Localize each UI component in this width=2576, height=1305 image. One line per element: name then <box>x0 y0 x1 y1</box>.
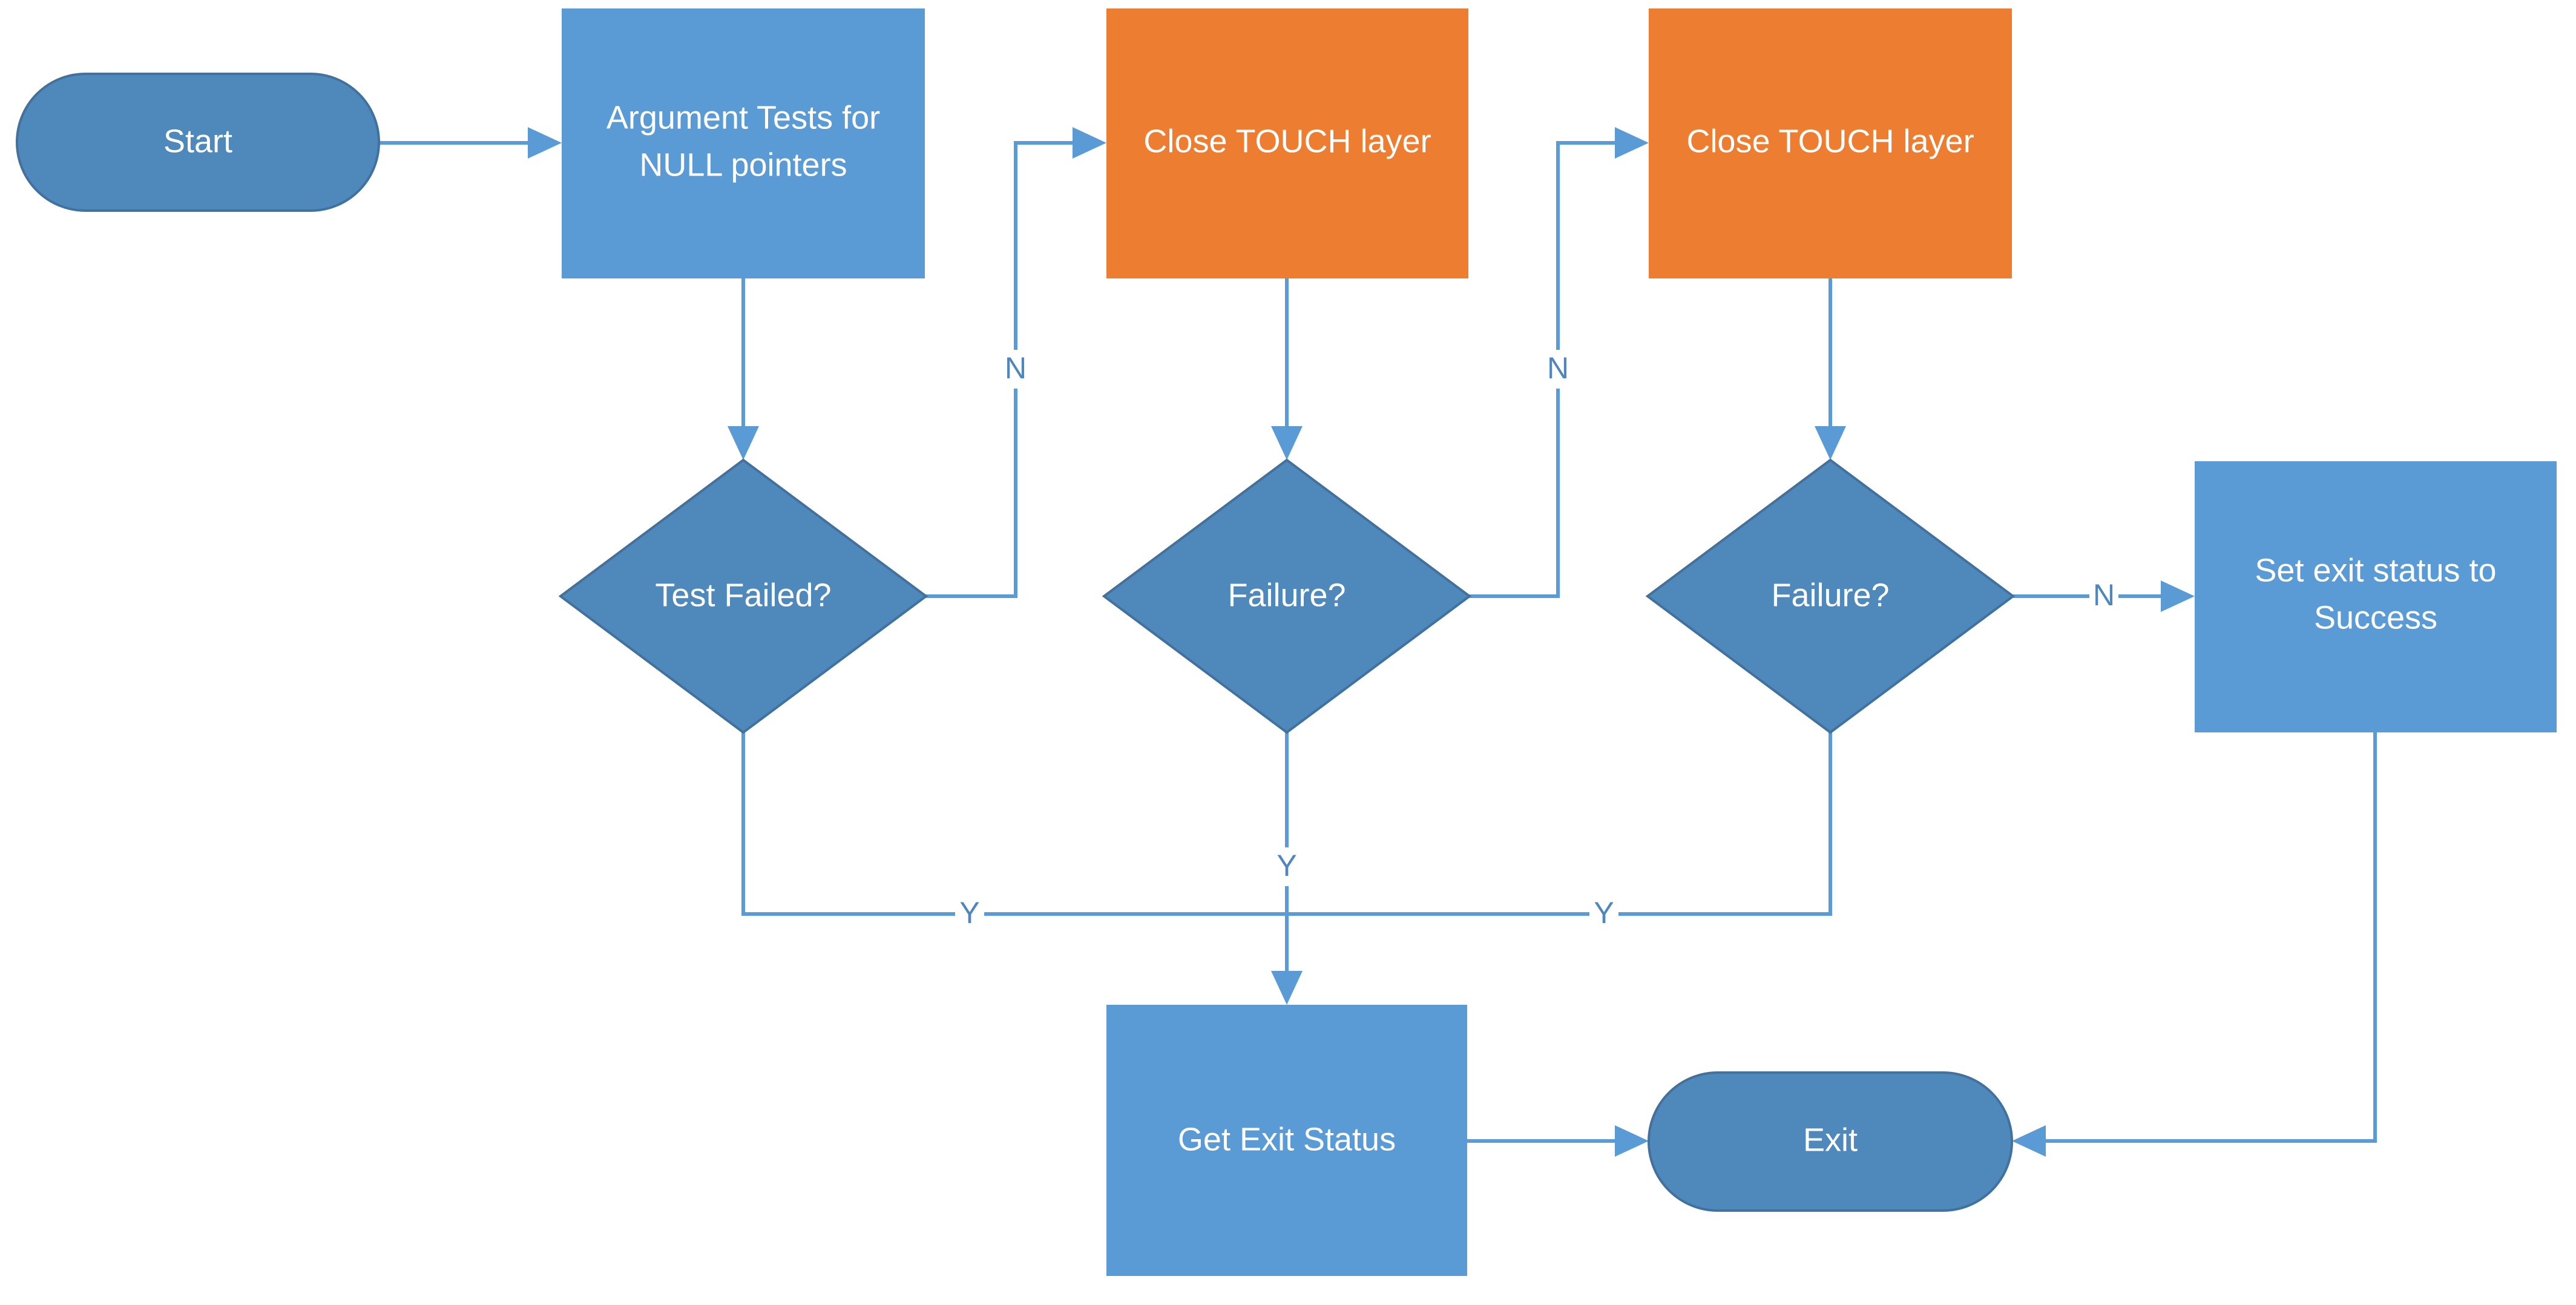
argument-tests-node: Argument Tests for NULL pointers <box>562 8 925 278</box>
close-touch-layer-label-1: Close TOUCH layer <box>1143 123 1431 159</box>
arrowhead-close-touch-2 <box>1615 127 1649 159</box>
get-exit-status-node: Get Exit Status <box>1106 1005 1467 1276</box>
test-failed-decision: Test Failed? <box>558 458 928 734</box>
edge-set-exit-success-to-exit <box>2041 732 2377 1143</box>
close-touch-layer-label-2: Close TOUCH layer <box>1686 123 1974 159</box>
failure-label-2: Failure? <box>1771 577 1889 613</box>
arrowhead-get-exit-status <box>1271 971 1303 1005</box>
start-label: Start <box>163 123 232 159</box>
exit-node: Exit <box>1648 1071 2013 1212</box>
set-exit-success-node: Set exit status to Success <box>2195 461 2557 732</box>
edge-test-failed-yes <box>741 732 1287 916</box>
arrowhead-exit-left <box>1615 1125 1649 1157</box>
arrowhead-exit-right <box>2012 1125 2046 1157</box>
edge-label-y: Y <box>1594 896 1614 930</box>
failure-label-1: Failure? <box>1227 577 1346 613</box>
edge-labels: N N N Y Y Y <box>955 350 2118 933</box>
arrowhead-set-exit-success <box>2161 580 2195 612</box>
set-exit-success-label-line-1: Set exit status to <box>2255 552 2496 588</box>
set-exit-success-label-line-2: Success <box>2314 599 2437 636</box>
argument-tests-label-line-2: NULL pointers <box>639 146 847 183</box>
arrowhead-argument-tests <box>528 127 562 159</box>
edge-failure-2-yes <box>1287 732 1832 916</box>
edge-label-y: Y <box>959 896 979 930</box>
get-exit-status-label: Get Exit Status <box>1178 1121 1396 1157</box>
arrowhead-failure-1 <box>1271 426 1303 460</box>
edge-label-n: N <box>1005 351 1027 385</box>
test-failed-label: Test Failed? <box>655 577 831 613</box>
close-touch-layer-node-2: Close TOUCH layer <box>1649 8 2012 278</box>
failure-decision-1: Failure? <box>1102 458 1472 734</box>
arrowhead-close-touch-1 <box>1073 127 1106 159</box>
edge-label-n: N <box>1547 351 1569 385</box>
edge-label-n: N <box>2093 578 2115 612</box>
edge-label-y: Y <box>1276 849 1296 883</box>
arrowhead-test-failed <box>728 426 759 460</box>
arrowhead-failure-2 <box>1815 426 1846 460</box>
argument-tests-label-line-1: Argument Tests for <box>606 99 880 136</box>
close-touch-layer-node-1: Close TOUCH layer <box>1106 8 1468 278</box>
exit-label: Exit <box>1803 1122 1858 1158</box>
start-node: Start <box>16 73 380 212</box>
failure-decision-2: Failure? <box>1645 458 2016 734</box>
nodes: Start Argument Tests for NULL pointers C… <box>16 8 2557 1276</box>
